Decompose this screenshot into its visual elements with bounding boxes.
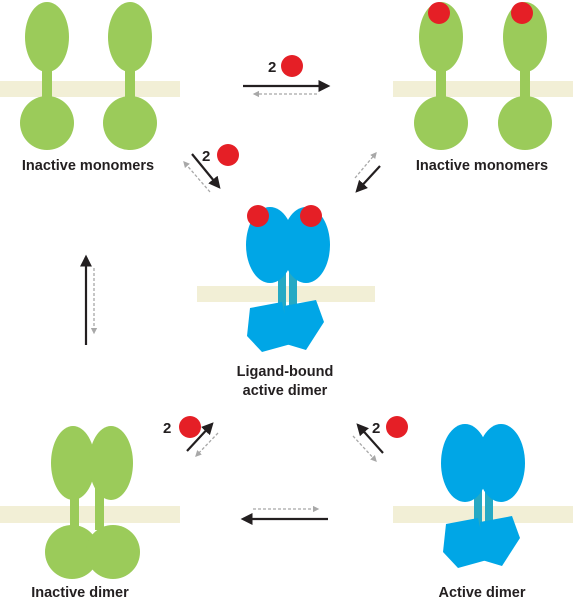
ligand-icon <box>300 205 322 227</box>
ligand-icon <box>428 2 450 24</box>
ligand-icon <box>386 416 408 438</box>
ligand-icon <box>179 416 201 438</box>
label-inactive-monomers-right: Inactive monomers <box>416 158 548 174</box>
inactive-monomer <box>414 2 468 150</box>
membrane <box>0 506 180 523</box>
reverse-arrow <box>352 435 377 462</box>
inactive-monomers-left <box>0 2 180 150</box>
label-inactive-monomers-left: Inactive monomers <box>22 158 154 174</box>
ligand-icon <box>511 2 533 24</box>
ligand-icon <box>217 144 239 166</box>
label-ligand-bound-line1: Ligand-bound <box>237 364 334 380</box>
membrane <box>393 81 573 97</box>
inactive-dimer <box>0 426 180 579</box>
label-active-dimer: Active dimer <box>438 585 525 600</box>
ligand-count-top: 2 <box>268 59 276 76</box>
forward-arrow <box>355 165 381 193</box>
ligand-count-lower-right: 2 <box>372 420 380 437</box>
equilibrium-upper-right <box>354 152 381 193</box>
ligand-bound-active-dimer <box>197 205 375 352</box>
label-ligand-bound-line2: active dimer <box>243 383 328 399</box>
forward-arrow <box>356 423 384 454</box>
ligand-bound-monomers-right <box>393 2 573 150</box>
forward-arrow <box>191 153 221 189</box>
inactive-monomer <box>103 2 157 150</box>
equilibrium-upper-left: 2 <box>183 144 239 193</box>
forward-arrow <box>186 422 214 452</box>
kinase-domain <box>247 302 291 352</box>
membrane <box>0 81 180 97</box>
equilibrium-bottom <box>240 505 328 526</box>
equilibrium-top: 2 <box>243 55 331 98</box>
kinase-domain <box>480 516 520 566</box>
ligand-icon <box>281 55 303 77</box>
label-inactive-dimer: Inactive dimer <box>31 585 129 600</box>
reverse-arrow <box>195 432 219 457</box>
equilibrium-lower-right: 2 <box>352 416 408 462</box>
inactive-monomer <box>20 2 74 150</box>
ligand-icon <box>247 205 269 227</box>
reverse-arrow <box>354 152 377 179</box>
equilibrium-left-vertical <box>79 254 98 345</box>
kinase-domain <box>284 300 324 350</box>
kinase-domain <box>443 518 487 568</box>
ligand-count-lower-left: 2 <box>163 420 171 437</box>
ligand-count-upper-left: 2 <box>202 148 210 165</box>
membrane <box>393 506 573 523</box>
equilibrium-lower-left: 2 <box>163 416 219 457</box>
active-dimer <box>393 424 573 568</box>
reverse-arrow <box>183 161 211 193</box>
inactive-monomer <box>498 2 552 150</box>
